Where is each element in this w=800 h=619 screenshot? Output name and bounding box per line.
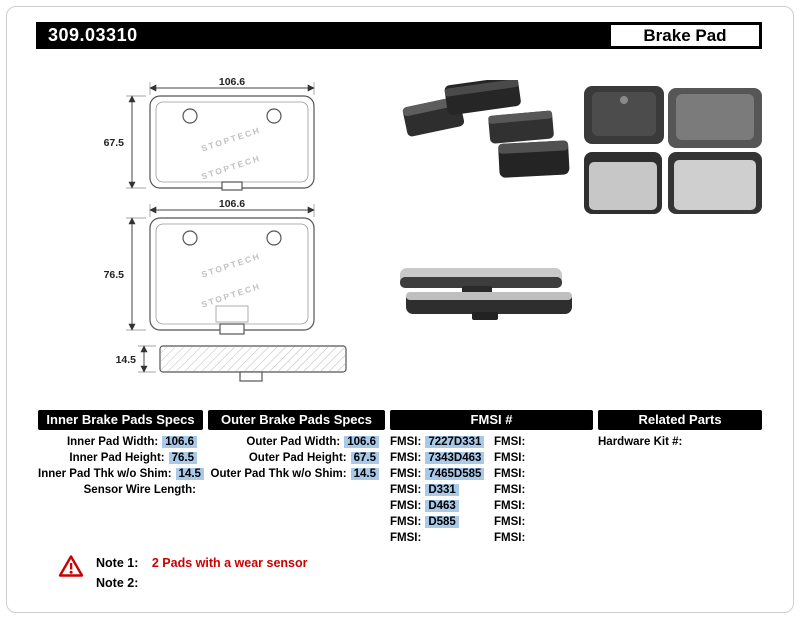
outer-width-dim: 106.6 bbox=[219, 76, 245, 88]
fmsi-row: FMSI: bbox=[494, 514, 590, 530]
fmsi-label: FMSI: bbox=[390, 484, 422, 496]
spec-label: Inner Pad Height: bbox=[69, 452, 165, 464]
fmsi-row: FMSI: bbox=[494, 530, 590, 546]
fmsi-label: FMSI: bbox=[390, 436, 422, 448]
fmsi-value: D463 bbox=[425, 500, 459, 512]
spec-row: Outer Pad Height:67.5 bbox=[208, 450, 385, 466]
outer-specs-column: Outer Brake Pads Specs Outer Pad Width:1… bbox=[208, 410, 385, 482]
fmsi-value: 7343D463 bbox=[425, 452, 485, 464]
inner-height-dim: 76.5 bbox=[104, 269, 125, 281]
spec-value: 76.5 bbox=[168, 452, 197, 464]
notes-section: Note 1: 2 Pads with a wear sensor Note 2… bbox=[58, 553, 307, 593]
fmsi-row: FMSI:7227D331 bbox=[390, 434, 494, 450]
fmsi-value: 7465D585 bbox=[425, 468, 485, 480]
inner-width-dim: 106.6 bbox=[219, 198, 245, 210]
fmsi-row: FMSI:7343D463 bbox=[390, 450, 494, 466]
side-thickness-dim: 14.5 bbox=[116, 354, 137, 366]
fmsi-label: FMSI: bbox=[390, 516, 422, 528]
fmsi-label: FMSI: bbox=[494, 500, 526, 512]
spec-value: 67.5 bbox=[350, 452, 379, 464]
pad-photo-angled-set bbox=[402, 80, 570, 178]
fmsi-row: FMSI: bbox=[390, 530, 494, 546]
fmsi-column: FMSI # FMSI:7227D331 FMSI:7343D463 FMSI:… bbox=[390, 410, 593, 546]
inner-specs-column: Inner Brake Pads Specs Inner Pad Width:1… bbox=[38, 410, 204, 498]
spec-label: Outer Pad Width: bbox=[246, 436, 341, 448]
fmsi-value: D331 bbox=[425, 484, 459, 496]
spec-row: Inner Pad Height:76.5 bbox=[38, 450, 203, 466]
warning-icon bbox=[58, 555, 84, 577]
fmsi-label: FMSI: bbox=[494, 436, 526, 448]
fmsi-value: 7227D331 bbox=[425, 436, 485, 448]
fmsi-row: FMSI:7465D585 bbox=[390, 466, 494, 482]
spec-value: 106.6 bbox=[344, 436, 379, 448]
outer-height-dim: 67.5 bbox=[104, 137, 125, 149]
fmsi-row: FMSI: bbox=[494, 498, 590, 514]
spec-label: Inner Pad Width: bbox=[66, 436, 159, 448]
fmsi-label: FMSI: bbox=[494, 468, 526, 480]
spec-row: Inner Pad Width:106.6 bbox=[38, 434, 203, 450]
note1-label: Note 1: bbox=[96, 556, 139, 570]
spec-label: Hardware Kit #: bbox=[598, 436, 683, 448]
technical-drawings: 106.6 STOPTECH STOPTECH 67.5 106.6 STOPT… bbox=[104, 76, 347, 382]
pad-photo-edge-set bbox=[400, 268, 572, 320]
fmsi-row: FMSI: bbox=[494, 434, 590, 450]
spec-row: Outer Pad Width:106.6 bbox=[208, 434, 385, 450]
spec-label: Outer Pad Thk w/o Shim: bbox=[210, 468, 347, 480]
fmsi-label: FMSI: bbox=[494, 484, 526, 496]
outer-pad-drawing: 106.6 STOPTECH STOPTECH 67.5 bbox=[104, 76, 315, 191]
fmsi-label: FMSI: bbox=[494, 452, 526, 464]
related-parts-column: Related Parts Hardware Kit #: bbox=[598, 410, 762, 450]
spec-label: Outer Pad Height: bbox=[248, 452, 347, 464]
product-title-box: Brake Pad bbox=[611, 25, 759, 46]
note1-text: 2 Pads with a wear sensor bbox=[151, 556, 308, 570]
header-bar: 309.03310 Brake Pad bbox=[36, 22, 762, 49]
fmsi-row: FMSI: bbox=[494, 466, 590, 482]
fmsi-row: FMSI:D331 bbox=[390, 482, 494, 498]
spec-value: 14.5 bbox=[350, 468, 379, 480]
fmsi-row: FMSI: bbox=[494, 482, 590, 498]
product-title: Brake Pad bbox=[643, 25, 727, 45]
spec-value: 14.5 bbox=[175, 468, 204, 480]
fmsi-row: FMSI:D585 bbox=[390, 514, 494, 530]
fmsi-label: FMSI: bbox=[494, 516, 526, 528]
fmsi-label: FMSI: bbox=[390, 468, 422, 480]
fmsi-label: FMSI: bbox=[494, 532, 526, 544]
note-1: Note 1: 2 Pads with a wear sensor bbox=[96, 553, 307, 573]
side-view-drawing: 14.5 bbox=[116, 345, 347, 382]
spec-label: Sensor Wire Length: bbox=[83, 484, 196, 496]
outer-specs-header: Outer Brake Pads Specs bbox=[208, 410, 385, 430]
fmsi-label: FMSI: bbox=[390, 452, 422, 464]
inner-pad-drawing: 106.6 STOPTECH STOPTECH 76.5 bbox=[104, 198, 315, 335]
spec-row: Hardware Kit #: bbox=[598, 434, 762, 450]
note-2: Note 2: bbox=[96, 573, 307, 593]
pad-photo-face-set bbox=[584, 86, 762, 214]
note2-label: Note 2: bbox=[96, 576, 139, 590]
fmsi-header: FMSI # bbox=[390, 410, 593, 430]
fmsi-row: FMSI:D463 bbox=[390, 498, 494, 514]
spec-row: Outer Pad Thk w/o Shim:14.5 bbox=[208, 466, 385, 482]
product-photos bbox=[400, 80, 762, 320]
inner-specs-header: Inner Brake Pads Specs bbox=[38, 410, 203, 430]
spec-label: Inner Pad Thk w/o Shim: bbox=[38, 468, 172, 480]
fmsi-label: FMSI: bbox=[390, 500, 422, 512]
spec-row: Inner Pad Thk w/o Shim:14.5 bbox=[38, 466, 204, 482]
part-number: 309.03310 bbox=[48, 25, 138, 45]
spec-row: Sensor Wire Length: bbox=[38, 482, 203, 498]
fmsi-label: FMSI: bbox=[390, 532, 422, 544]
spec-value: 106.6 bbox=[162, 436, 197, 448]
fmsi-value: D585 bbox=[425, 516, 459, 528]
related-parts-header: Related Parts bbox=[598, 410, 762, 430]
fmsi-row: FMSI: bbox=[494, 450, 590, 466]
